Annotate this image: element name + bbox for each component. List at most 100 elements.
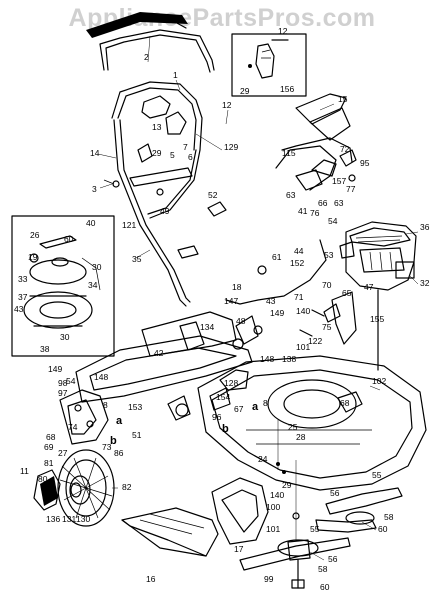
callout-130: 130 xyxy=(76,514,90,524)
callout-148a: 148 xyxy=(94,372,108,382)
callout-99: 99 xyxy=(264,574,274,584)
letter-a-right: a xyxy=(252,401,259,413)
callout-60a: 60 xyxy=(64,234,74,244)
callout-122: 122 xyxy=(308,336,322,346)
callout-80: 80 xyxy=(38,474,48,484)
throttle-assembly xyxy=(275,93,357,191)
callout-138: 138 xyxy=(282,354,296,364)
callout-65: 65 xyxy=(342,288,352,298)
handle-bracket-inset xyxy=(231,33,307,97)
callout-29c: 29 xyxy=(282,480,292,490)
callout-8: 8 xyxy=(263,398,268,408)
callout-68b: 68 xyxy=(340,398,350,408)
height-adjuster-left xyxy=(235,291,357,345)
callout-49: 49 xyxy=(160,206,170,216)
engine xyxy=(339,221,417,371)
callout-29a: 29 xyxy=(152,148,162,158)
callout-147: 147 xyxy=(224,296,238,306)
callout-148b: 148 xyxy=(260,354,274,364)
callout-16: 16 xyxy=(146,574,156,584)
callout-29b: 29 xyxy=(240,86,250,96)
callout-73: 73 xyxy=(102,442,112,452)
callout-19: 19 xyxy=(28,252,38,262)
mower-deck xyxy=(197,355,427,491)
lower-handle xyxy=(103,81,267,307)
callout-136: 136 xyxy=(46,514,60,524)
callout-68a: 68 xyxy=(46,432,56,442)
callout-40: 40 xyxy=(86,218,96,228)
letter-b-right: b xyxy=(222,423,229,435)
callout-47: 47 xyxy=(364,282,374,292)
rear-frame xyxy=(75,311,263,421)
callout-82: 82 xyxy=(122,482,132,492)
callout-102: 102 xyxy=(372,376,386,386)
callout-121: 121 xyxy=(122,220,136,230)
callout-155: 155 xyxy=(370,314,384,324)
rear-wheel xyxy=(33,449,115,527)
callout-98: 98 xyxy=(58,378,68,388)
callout-38: 38 xyxy=(40,344,50,354)
callout-32: 32 xyxy=(420,278,430,288)
callout-77: 77 xyxy=(346,184,356,194)
callout-8b: 8 xyxy=(103,400,108,410)
callout-25: 25 xyxy=(288,422,298,432)
callout-63b: 63 xyxy=(334,198,344,208)
callout-100: 100 xyxy=(266,502,280,512)
callout-149a: 149 xyxy=(48,364,62,374)
callout-115: 115 xyxy=(282,148,296,158)
callout-61: 61 xyxy=(272,252,282,262)
callout-86: 86 xyxy=(114,448,124,458)
callout-17: 17 xyxy=(234,544,244,554)
callout-41: 41 xyxy=(298,206,308,216)
callout-55b: 55 xyxy=(310,524,320,534)
callout-95: 95 xyxy=(360,158,370,168)
callout-140a: 140 xyxy=(296,306,310,316)
callout-30a: 30 xyxy=(92,262,102,272)
callout-81: 81 xyxy=(44,458,54,468)
callout-2: 2 xyxy=(144,52,149,62)
callout-27: 27 xyxy=(58,448,68,458)
leader-lines xyxy=(97,35,419,561)
letter-a-left: a xyxy=(116,415,123,427)
callout-43a: 43 xyxy=(14,304,24,314)
callout-53: 53 xyxy=(324,250,334,260)
callout-70: 70 xyxy=(322,280,332,290)
callout-129: 129 xyxy=(224,142,238,152)
callout-34: 34 xyxy=(88,280,98,290)
callout-75: 75 xyxy=(322,322,332,332)
callout-66: 66 xyxy=(318,198,328,208)
wheel-bracket xyxy=(59,389,109,445)
callout-60b: 60 xyxy=(378,524,388,534)
callout-24: 24 xyxy=(258,454,268,464)
callout-156: 156 xyxy=(280,84,294,94)
callout-134: 134 xyxy=(200,322,214,332)
callout-128: 128 xyxy=(224,378,238,388)
callout-54b: 54 xyxy=(328,216,338,226)
callout-55a: 55 xyxy=(372,470,382,480)
callout-76: 76 xyxy=(310,208,320,218)
callout-42: 42 xyxy=(154,348,164,358)
callout-35: 35 xyxy=(132,254,142,264)
discharge-chute xyxy=(211,477,269,545)
callout-153: 153 xyxy=(128,402,142,412)
callout-48: 48 xyxy=(236,316,246,326)
callout-26: 26 xyxy=(30,230,40,240)
callout-7: 7 xyxy=(183,142,188,152)
callout-72: 72 xyxy=(340,144,350,154)
callout-30b: 30 xyxy=(60,332,70,342)
callout-74: 74 xyxy=(68,422,78,432)
callout-71: 71 xyxy=(294,292,304,302)
callout-33: 33 xyxy=(18,274,28,284)
callout-1: 1 xyxy=(173,70,178,80)
callout-6: 6 xyxy=(188,152,193,162)
callout-28: 28 xyxy=(296,432,306,442)
grass-bag xyxy=(121,507,219,557)
callout-5: 5 xyxy=(170,150,175,160)
callout-140b: 140 xyxy=(270,490,284,500)
electric-start-inset xyxy=(11,215,115,357)
callout-12a: 12 xyxy=(222,100,232,110)
callout-13: 13 xyxy=(152,122,162,132)
callout-56a: 56 xyxy=(330,488,340,498)
callout-58a: 58 xyxy=(384,512,394,522)
